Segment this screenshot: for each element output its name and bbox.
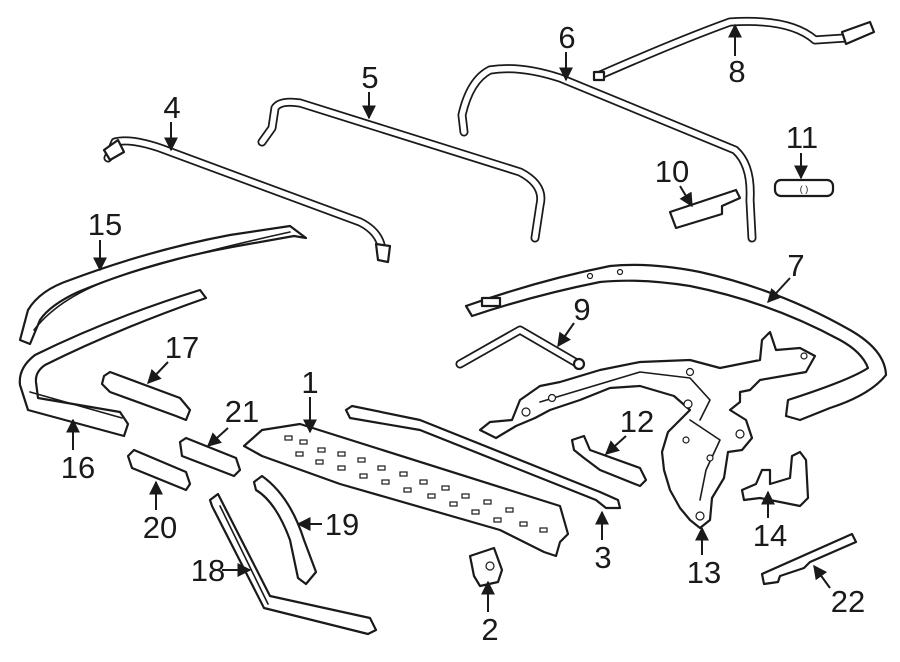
part-2-clip <box>468 546 504 588</box>
part-16-header-seal <box>18 288 208 438</box>
part-20-seal <box>126 448 192 492</box>
part-11-cap: ( ) <box>773 178 835 198</box>
callout-1: 1 <box>301 365 318 400</box>
part-3-rear-rail <box>344 404 622 510</box>
callout-16: 16 <box>61 450 95 485</box>
callout-12: 12 <box>620 404 654 439</box>
callout-7: 7 <box>787 248 804 283</box>
part-13-linkage-assembly <box>478 330 817 530</box>
callout-22: 22 <box>831 584 865 619</box>
part-9-link <box>455 325 586 371</box>
part-4-roof-bow <box>102 136 392 264</box>
part-19-seal <box>252 474 318 586</box>
part-6-roof-bow <box>457 64 757 243</box>
leader-lines <box>66 23 831 612</box>
leader-9 <box>557 322 575 348</box>
callout-5: 5 <box>361 60 378 95</box>
callout-2: 2 <box>481 612 498 647</box>
callout-17: 17 <box>165 330 199 365</box>
leader-17 <box>147 361 169 385</box>
part-14-bracket <box>740 450 810 508</box>
leader-10 <box>679 185 693 208</box>
part-5-roof-bow <box>257 97 546 243</box>
callout-21: 21 <box>225 394 259 429</box>
callout-11: 11 <box>786 120 818 155</box>
part-1-storage-tray <box>242 422 570 558</box>
part-17-seal <box>100 370 192 422</box>
part-12-bracket <box>570 434 648 488</box>
callout-6: 6 <box>558 20 575 55</box>
callout-4: 4 <box>163 90 180 125</box>
part-11-marking: ( ) <box>800 184 809 194</box>
callout-9: 9 <box>573 292 590 327</box>
leader-12 <box>604 435 627 455</box>
part-7-side-rail <box>464 263 888 422</box>
callout-18: 18 <box>191 553 225 588</box>
part-15-weatherstrip <box>18 224 308 346</box>
callout-3: 3 <box>594 540 611 575</box>
tray-holes <box>284 435 548 533</box>
part-22-rail <box>760 532 858 586</box>
callout-13: 13 <box>687 555 721 590</box>
callout-8: 8 <box>728 54 745 89</box>
leader-21 <box>206 427 229 447</box>
leader-22 <box>813 564 831 589</box>
callout-19: 19 <box>325 507 359 542</box>
callout-10: 10 <box>655 154 689 189</box>
callout-15: 15 <box>88 207 122 242</box>
part-8-drain-hose <box>592 16 876 82</box>
part-21-seal <box>178 436 242 478</box>
callout-14: 14 <box>753 518 787 553</box>
leader-7 <box>767 277 791 304</box>
part-10-bracket <box>668 188 742 230</box>
callout-labels: 1 2 3 4 5 6 7 8 9 10 11 12 13 14 15 16 1… <box>61 20 865 647</box>
callout-20: 20 <box>143 510 177 545</box>
